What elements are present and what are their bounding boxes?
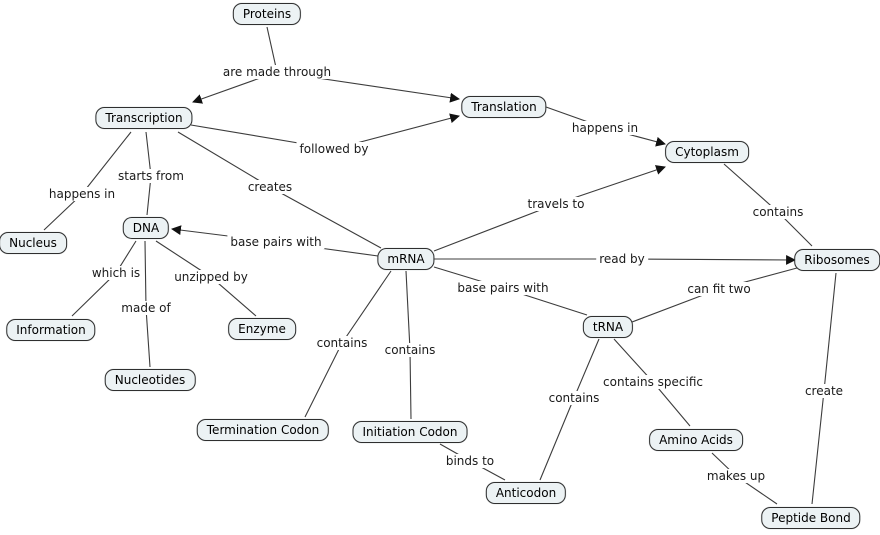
edge-label[interactable]: starts from — [115, 169, 187, 183]
node-nucleotides[interactable]: Nucleotides — [104, 369, 196, 391]
edge-line — [266, 26, 278, 73]
node-initiation-codon[interactable]: Initiation Codon — [352, 421, 468, 443]
node-trna[interactable]: tRNA — [582, 316, 634, 338]
node-transcription[interactable]: Transcription — [95, 107, 193, 129]
edge-label[interactable]: create — [801, 384, 847, 398]
edge-label[interactable]: can fit two — [684, 282, 754, 296]
edge-label[interactable]: contains — [313, 336, 371, 350]
node-mrna[interactable]: mRNA — [377, 248, 435, 270]
edge-label[interactable]: happens in — [45, 187, 119, 201]
edge-label[interactable]: happens in — [568, 121, 642, 135]
node-nucleus[interactable]: Nucleus — [0, 232, 67, 254]
node-dna[interactable]: DNA — [122, 217, 170, 239]
node-cytoplasm[interactable]: Cytoplasm — [665, 141, 749, 163]
edge-label[interactable]: contains — [545, 391, 603, 405]
edge-label[interactable]: read by — [596, 252, 648, 266]
node-peptide-bond[interactable]: Peptide Bond — [761, 507, 861, 529]
edge-label[interactable]: base pairs with — [227, 235, 325, 249]
node-anticodon[interactable]: Anticodon — [485, 482, 567, 504]
edge-label[interactable]: base pairs with — [454, 281, 552, 295]
node-translation[interactable]: Translation — [461, 96, 547, 118]
edge-label[interactable]: travels to — [524, 197, 588, 211]
node-termination-codon[interactable]: Termination Codon — [196, 419, 330, 441]
node-information[interactable]: Information — [6, 319, 96, 341]
edge-label[interactable]: binds to — [442, 454, 498, 468]
node-amino-acids[interactable]: Amino Acids — [649, 429, 743, 451]
edge-label[interactable]: followed by — [296, 142, 372, 156]
edge-label[interactable]: are made through — [219, 65, 335, 79]
edge-label[interactable]: contains — [749, 205, 807, 219]
edge-label[interactable]: unzipped by — [171, 270, 251, 284]
node-enzyme[interactable]: Enzyme — [228, 318, 296, 340]
edge-label[interactable]: contains — [381, 343, 439, 357]
edge-label[interactable]: creates — [244, 180, 296, 194]
edge-label[interactable]: makes up — [703, 469, 769, 483]
node-proteins[interactable]: Proteins — [232, 3, 302, 25]
edge-label[interactable]: which is — [88, 266, 144, 280]
edge-label[interactable]: contains specific — [600, 375, 706, 389]
edge-label[interactable]: made of — [118, 301, 174, 315]
node-ribosomes[interactable]: Ribosomes — [794, 249, 880, 271]
